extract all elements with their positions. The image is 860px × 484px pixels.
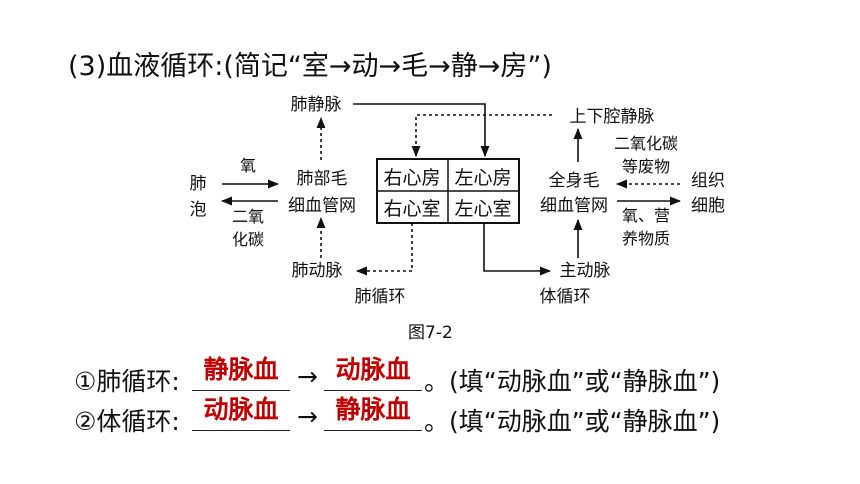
- body-capillary-label-1: 全身毛: [549, 171, 600, 191]
- left-atrium-label: 左心房: [454, 167, 511, 189]
- alveolus-label-1: 肺: [190, 174, 207, 194]
- heart-box: [376, 158, 520, 224]
- systemic-circulation-label: 体循环: [540, 287, 591, 307]
- nutrients-label-2: 养物质: [622, 229, 670, 248]
- alveolus-label-2: 泡: [190, 200, 207, 220]
- answer-text: 动脉血: [335, 355, 411, 384]
- question-label: ②体循环:: [74, 407, 180, 436]
- tissue-label-1: 组织: [691, 171, 725, 191]
- answer-blank-1: 静脉血: [192, 355, 290, 391]
- co2-waste-label-1: 二氧化碳: [614, 134, 678, 153]
- right-ventricle-to-lung-artery-arrow: [355, 223, 413, 276]
- vena-cava-to-right-atrium-arrow: [411, 114, 552, 158]
- lung-vein-label: 肺静脉: [291, 95, 342, 115]
- answer-text: 动脉血: [203, 395, 279, 424]
- lung-capillary-label-1: 肺部毛: [297, 169, 348, 189]
- vena-cava-label: 上下腔静脉: [570, 107, 655, 127]
- nutrients-label-1: 氧、营: [622, 206, 670, 225]
- answer-blank-2: 动脉血: [324, 355, 422, 391]
- lung-capillary-label-2: 细血管网: [288, 196, 356, 216]
- question-hint: 。(填“动脉血”或“静脉血”): [424, 407, 721, 436]
- question-label: ①肺循环:: [74, 367, 180, 396]
- lung-vein-to-left-atrium-arrow: [353, 103, 490, 158]
- arrow-symbol: →: [297, 402, 318, 431]
- body-capillary-label-2: 细血管网: [540, 196, 608, 216]
- aorta-label: 主动脉: [560, 261, 611, 281]
- question-hint: 。(填“动脉血”或“静脉血”): [424, 367, 721, 396]
- left-ventricle-to-aorta-arrow: [483, 223, 552, 276]
- co2-label-1: 二氧: [232, 207, 264, 226]
- pulmonary-circulation-label: 肺循环: [355, 287, 406, 307]
- answer-blank-2: 静脉血: [324, 395, 422, 431]
- answer-text: 静脉血: [335, 395, 411, 424]
- answer-blank-1: 动脉血: [192, 395, 290, 431]
- section-heading: (3)血液循环:(简记“室→动→毛→静→房”): [68, 51, 552, 82]
- answer-text: 静脉血: [203, 355, 279, 384]
- arrow-symbol: →: [297, 362, 318, 391]
- co2-waste-label-2: 等废物: [622, 157, 670, 176]
- left-ventricle-label: 左心室: [454, 198, 511, 220]
- oxygen-label: 氧: [240, 156, 256, 175]
- tissue-label-2: 细胞: [691, 196, 725, 216]
- right-atrium-label: 右心房: [383, 167, 440, 189]
- right-ventricle-label: 右心室: [383, 198, 440, 220]
- figure-caption: 图7-2: [408, 323, 453, 343]
- co2-label-2: 化碳: [232, 230, 264, 249]
- lung-artery-label: 肺动脉: [292, 261, 343, 281]
